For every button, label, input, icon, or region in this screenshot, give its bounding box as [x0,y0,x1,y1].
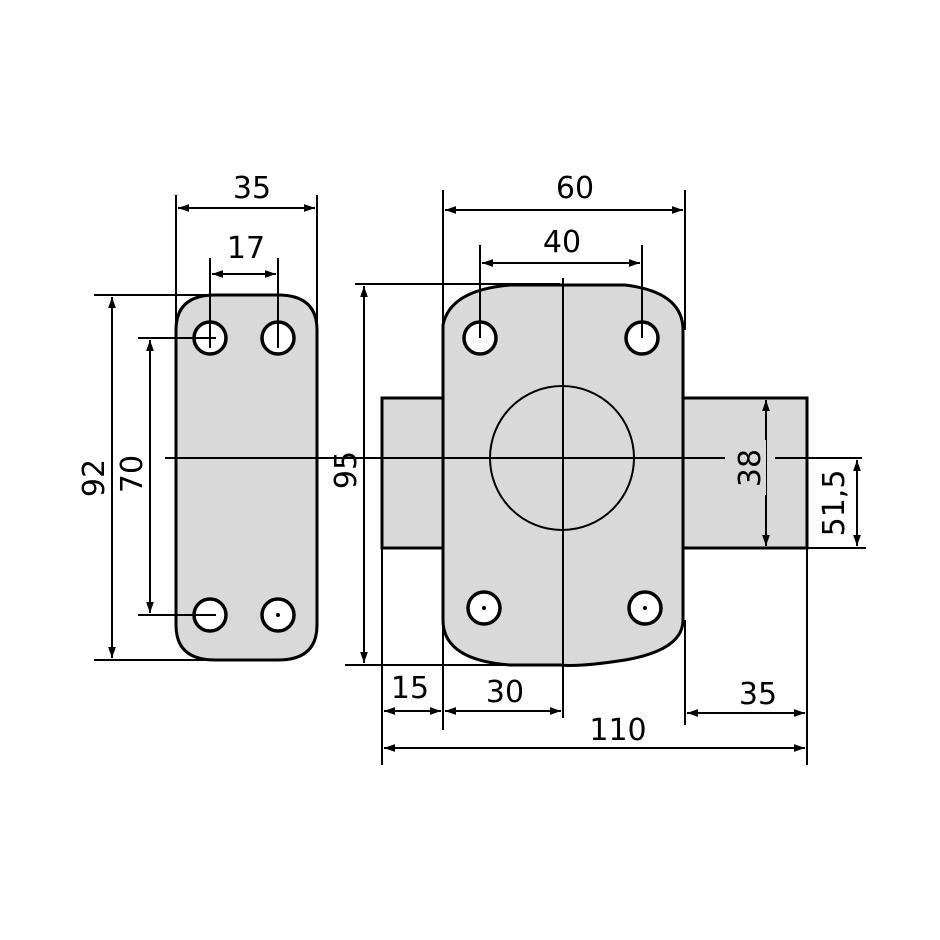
svg-text:40: 40 [543,225,581,260]
svg-text:30: 30 [486,675,524,710]
svg-text:38: 38 [733,449,768,487]
bolt-left [380,396,446,550]
dim-bottom: 15 30 35 110 [381,548,808,765]
svg-text:95: 95 [329,451,364,489]
dim-plate-height: 92 [77,294,260,661]
center-lines [165,278,862,718]
left-plate [174,293,319,662]
svg-text:60: 60 [556,171,594,206]
svg-text:35: 35 [233,171,271,206]
dim-body-height: 95 [329,283,560,666]
svg-text:70: 70 [115,455,150,493]
svg-text:35: 35 [739,677,777,712]
dim-plate-hole-spacing: 17 [209,231,279,348]
svg-text:110: 110 [589,713,646,748]
dim-body-hole-spacing: 40 [479,225,643,338]
dim-bolt-height: 38 [733,400,770,546]
svg-text:51,5: 51,5 [817,470,852,537]
dim-plate-width: 35 [175,171,318,330]
dim-body-width: 60 [442,171,686,330]
svg-text:15: 15 [391,671,429,706]
svg-text:92: 92 [77,459,112,497]
dim-bolt-offset: 51,5 [807,460,866,549]
dim-plate-hole-vertical: 70 [115,337,216,616]
svg-text:17: 17 [227,231,265,266]
